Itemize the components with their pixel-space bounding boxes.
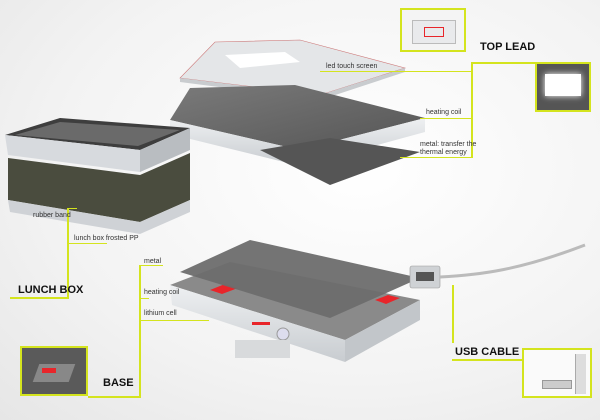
label-led-touch-screen: led touch screen	[326, 63, 378, 70]
label-lithium-cell: lithium cell	[144, 310, 177, 317]
label-lunch-box-frosted-pp: lunch box frosted PP	[74, 235, 139, 242]
usb-cable-illustration	[409, 243, 586, 289]
top-lead-title: TOP LEAD	[480, 41, 536, 53]
label-base-metal: metal	[144, 258, 162, 265]
lunch-box	[5, 118, 190, 234]
base-thumbnail	[20, 346, 88, 396]
lunch-box-title: LUNCH BOX	[18, 284, 84, 296]
base-unit	[170, 240, 420, 362]
top-lead-thumbnail-1	[400, 8, 466, 52]
usb-cable-thumbnail	[522, 348, 592, 398]
top-metal-plate	[260, 138, 420, 185]
led-display-icon	[424, 27, 444, 37]
label-top-metal-2: thermal energy	[420, 149, 467, 156]
label-top-metal-1: metal: transfer the	[420, 141, 477, 148]
label-rubber-band: rubber band	[33, 212, 71, 219]
usb-cable-title: USB CABLE	[455, 346, 520, 358]
label-top-heating-coil: heating coil	[426, 109, 462, 116]
top-lead-thumbnail-2	[535, 62, 591, 112]
label-base-heating-coil: heating coil	[144, 289, 180, 296]
base-title: BASE	[103, 377, 134, 389]
